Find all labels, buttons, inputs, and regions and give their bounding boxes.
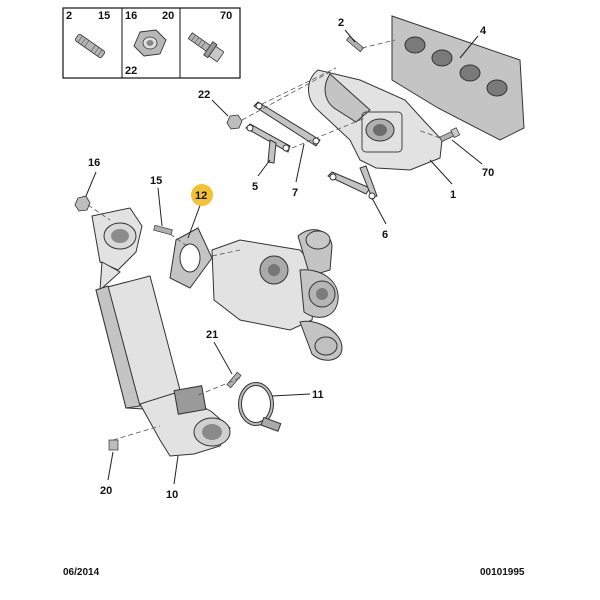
footer-reference-code: 00101995: [480, 567, 525, 578]
stud-part-15: [153, 224, 173, 236]
callout-5: 5: [252, 181, 258, 193]
legend-number-20: 20: [162, 10, 174, 22]
callout-12: 12: [195, 190, 207, 202]
callout-6: 6: [382, 229, 388, 241]
stud-part-21: [226, 371, 242, 389]
gasket-part-12: [169, 227, 213, 289]
legend-number-70: 70: [220, 10, 232, 22]
legend-number-22: 22: [125, 65, 137, 77]
bolt-part-20: [108, 439, 119, 451]
manifold-gasket-part-4: [391, 15, 525, 141]
callout-2: 2: [338, 17, 344, 29]
stud-icon: [74, 33, 106, 59]
callout-21: 21: [206, 329, 218, 341]
callout-7: 7: [292, 187, 298, 199]
callout-20: 20: [100, 485, 112, 497]
legend-number-15: 15: [98, 10, 110, 22]
footer-date: 06/2014: [63, 567, 100, 578]
legend-number-16: 16: [125, 10, 137, 22]
assembly-dashed-lines: [87, 39, 441, 441]
nut-part-22: [226, 114, 243, 130]
callout-15: 15: [150, 175, 162, 187]
callout-70: 70: [482, 167, 494, 179]
nut-icon: [133, 29, 167, 57]
stud-part-2: [346, 35, 364, 53]
exhaust-manifold-part-1: [308, 69, 443, 171]
turbocharger: [211, 229, 343, 361]
bracket-part-7: [253, 101, 321, 147]
clamp-part-11: [238, 382, 282, 432]
legend-number-2: 2: [66, 10, 72, 22]
callout-12-highlighted: 12: [191, 184, 213, 206]
bracket-part-6: [327, 165, 378, 200]
callout-labels: 2 4 22 16 15 12 5 7 70 1 6 21 11 20 10: [88, 17, 494, 501]
nut-part-16: [74, 195, 91, 212]
bolt-part-70: [439, 127, 461, 143]
bracket-part-5: [245, 123, 291, 164]
callout-4: 4: [480, 25, 487, 37]
catalytic-converter-part-10: [91, 207, 231, 457]
bolt-icon: [187, 32, 225, 62]
leader-lines: [85, 29, 483, 485]
callout-16: 16: [88, 157, 100, 169]
callout-1: 1: [450, 189, 456, 201]
callout-10: 10: [166, 489, 178, 501]
fastener-legend-box: 2 15 16 20 22 70: [62, 7, 241, 79]
callout-22: 22: [198, 89, 210, 101]
callout-11: 11: [312, 389, 324, 401]
